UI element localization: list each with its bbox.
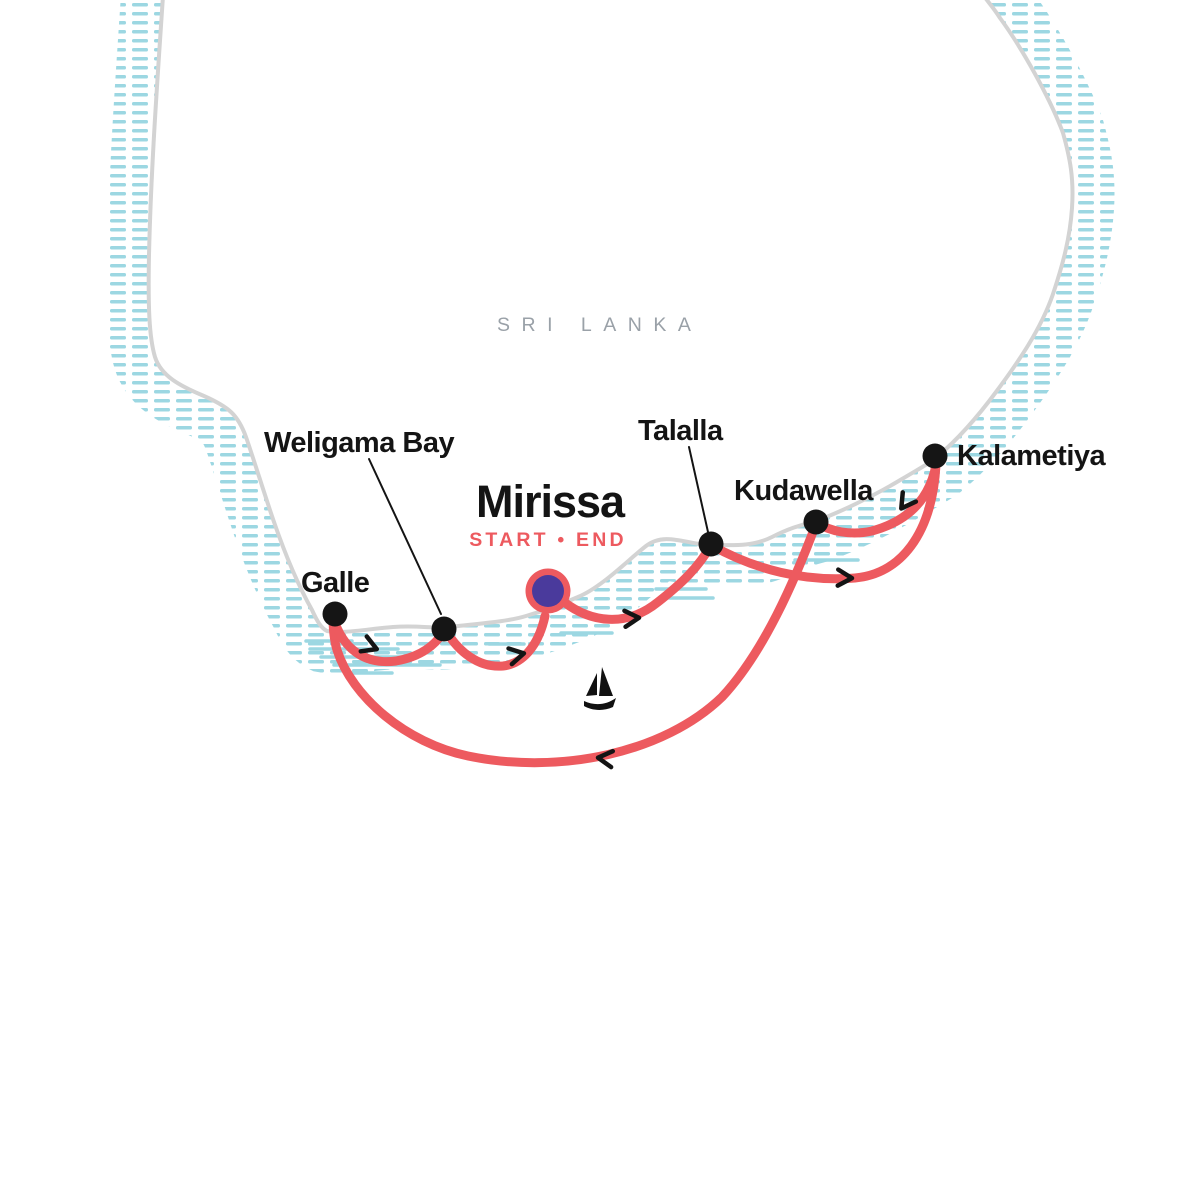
stop-label-weligama-bay: Weligama Bay xyxy=(264,427,454,459)
stop-label-kalametiya: Kalametiya xyxy=(957,440,1107,472)
stop-label-kudawella: Kudawella xyxy=(734,475,874,507)
sailboat-icon xyxy=(584,667,616,710)
start-end-badge: START • END xyxy=(469,529,627,551)
stop-label-talalla: Talalla xyxy=(638,415,724,447)
weligama-leader-line xyxy=(368,458,442,615)
route-segment-kudawella-galle xyxy=(328,519,821,768)
route-segment-galle-weligama xyxy=(328,611,450,667)
route-segment-talalla-kalametiya xyxy=(706,460,941,584)
start-stop-title: Mirissa xyxy=(476,476,626,527)
stop-dot-kudawella xyxy=(803,509,829,535)
stop-dots xyxy=(322,443,948,642)
stop-labels: Mirissa START • END Galle Weligama Bay T… xyxy=(264,415,1107,599)
stop-label-galle: Galle xyxy=(301,567,370,599)
talalla-leader-line xyxy=(688,446,709,533)
route-segment-mirissa-talalla xyxy=(559,540,716,624)
start-end-marker xyxy=(525,568,571,614)
stop-dot-kalametiya xyxy=(922,443,948,469)
stop-dot-galle xyxy=(322,601,348,627)
stop-dot-talalla xyxy=(698,531,724,557)
start-end-marker-core xyxy=(532,575,564,607)
route-segment-weligama-mirissa xyxy=(440,611,550,671)
island-landmass xyxy=(148,0,1073,632)
coastline xyxy=(146,0,1075,634)
stop-dot-weligama-bay xyxy=(431,616,457,642)
region-label: SRI LANKA xyxy=(497,314,702,336)
route-segment-kalametiya-kudawella xyxy=(812,460,941,538)
route xyxy=(328,460,941,768)
